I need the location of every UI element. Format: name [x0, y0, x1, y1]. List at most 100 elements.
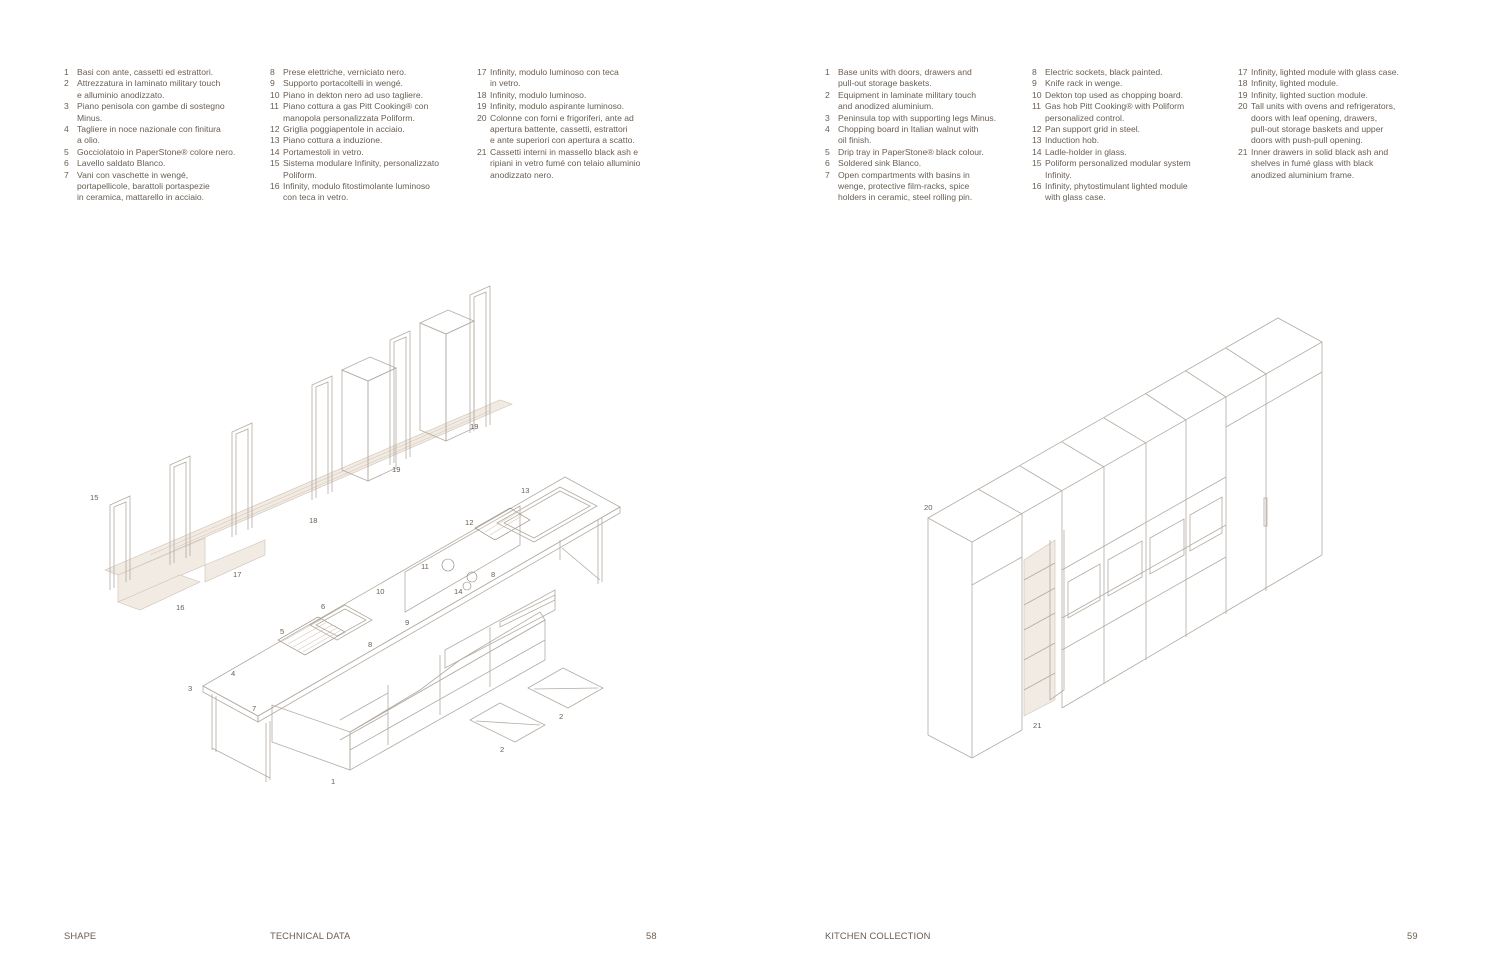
label-9: 9 [405, 618, 409, 627]
legend-item-number: 21 [1238, 146, 1248, 157]
kitchen-island-drawing: 1 2 2 3 4 5 6 7 8 8 9 10 11 12 13 14 [188, 476, 621, 786]
legend-item-text: Cassetti interni in massello black ash e… [490, 146, 641, 180]
legend-item-number: 2 [64, 78, 69, 89]
legend-item-text: Piano penisola con gambe di sostegno Min… [77, 101, 225, 123]
legend-item-text: Piano cottura a induzione. [283, 135, 383, 146]
legend-item-text: Gas hob Pitt Cooking® with Poliform pers… [1045, 101, 1185, 123]
legend-item-text: Prese elettriche, verniciato nero. [283, 67, 407, 77]
legend-item-text: Peninsula top with supporting legs Minus… [838, 112, 997, 123]
page-number-right: 59 [1407, 930, 1418, 941]
legend-item-number: 4 [825, 124, 830, 135]
label-2a: 2 [500, 745, 504, 754]
legend-item: 2 Attrezzatura in laminato military touch… [64, 78, 259, 101]
legend-item-text: Infinity, modulo luminoso. [490, 89, 587, 100]
legend-item-number: 20 [1238, 101, 1248, 112]
legend-item-text: Knife rack in wenge. [1045, 78, 1123, 89]
page-number-left: 58 [646, 930, 657, 941]
legend-item-number: 19 [1238, 89, 1248, 100]
legend-item-text: Infinity, modulo aspirante luminoso. [490, 101, 625, 112]
legend-item-text: Tall units with ovens and refrigerators,… [1251, 101, 1396, 146]
label-12: 12 [465, 518, 473, 527]
legend-item-number: 12 [1032, 124, 1042, 135]
legend-item-number: 2 [825, 89, 830, 100]
legend-item-number: 4 [64, 124, 69, 135]
legend-item-text: Sistema modulare Infinity, personalizzat… [283, 158, 440, 180]
legend-item: 4 Tagliere in noce nazionale con finitura… [64, 124, 259, 147]
legend-item-text: Electric sockets, black painted. [1045, 67, 1163, 77]
legend-item-text: Piano cottura a gas Pitt Cooking® con ma… [283, 101, 429, 123]
label-20: 20 [924, 503, 932, 512]
legend-item-number: 11 [1032, 101, 1041, 112]
label-11: 11 [421, 562, 429, 571]
legend-item-text: Dekton top used as chopping board. [1045, 89, 1184, 100]
legend-item-number: 10 [1032, 89, 1042, 100]
legend-item-text: Infinity, phytostimulant lighted module … [1045, 181, 1188, 203]
legend-item-number: 17 [1238, 67, 1248, 77]
legend-item: 2 Equipment in laminate military touch an… [825, 90, 1025, 113]
legend-item-text: Attrezzatura in laminato military touch … [77, 78, 221, 100]
legend-item-text: Equipment in laminate military touch and… [838, 89, 977, 112]
legend-item-text: Open compartments with basins in wenge, … [838, 169, 973, 203]
footer-collection-title: KITCHEN COLLECTION [825, 930, 931, 941]
label-1: 1 [331, 777, 335, 786]
legend-item-text: Infinity, lighted module with glass case… [1251, 67, 1399, 77]
legend-item-number: 14 [1032, 146, 1042, 157]
legend-item-text: Poliform personalized modular system Inf… [1045, 158, 1191, 180]
legend-item-number: 20 [477, 112, 487, 123]
legend-item-number: 5 [64, 146, 69, 157]
legend-item-number: 6 [64, 158, 69, 169]
label-19a: 19 [392, 465, 400, 474]
legend-item-number: 7 [64, 169, 69, 180]
legend-item-number: 18 [1238, 78, 1248, 89]
legend-item-number: 21 [477, 146, 487, 157]
legend-item: 11 Gas hob Pitt Cooking® with Poliform pe… [1032, 101, 1232, 124]
label-7: 7 [252, 704, 256, 713]
label-8a: 8 [368, 640, 372, 649]
tall-units-drawing: 20 21 [924, 317, 1323, 759]
legend-item-text: Portamestoli in vetro. [283, 146, 364, 157]
infinity-shelving-drawing: 15 16 17 18 19 19 [90, 285, 513, 612]
legend-item-number: 19 [477, 101, 487, 112]
legend-item-text: Gocciolatoio in PaperStone® colore nero. [77, 146, 236, 157]
legend-item-text: Ladle-holder in glass. [1045, 146, 1127, 157]
legend-item-text: Infinity, modulo fitostimolante luminoso… [283, 181, 430, 203]
label-6: 6 [321, 602, 325, 611]
legend-item-number: 13 [1032, 135, 1042, 146]
legend-item-number: 6 [825, 158, 830, 169]
legend-item-text: Piano in dekton nero ad uso tagliere. [283, 89, 423, 100]
legend-item-text: Griglia poggiapentole in acciaio. [283, 124, 405, 135]
legend-item-number: 1 [825, 67, 830, 77]
legend-item-number: 15 [270, 158, 280, 169]
legend-item: 7 Open compartments with basins in wenge,… [825, 170, 1025, 204]
legend-item-number: 7 [825, 169, 830, 180]
legend-item-text: Tagliere in noce nazionale con finitura … [77, 124, 221, 146]
legend-item-number: 5 [825, 146, 830, 157]
label-4: 4 [231, 669, 235, 678]
